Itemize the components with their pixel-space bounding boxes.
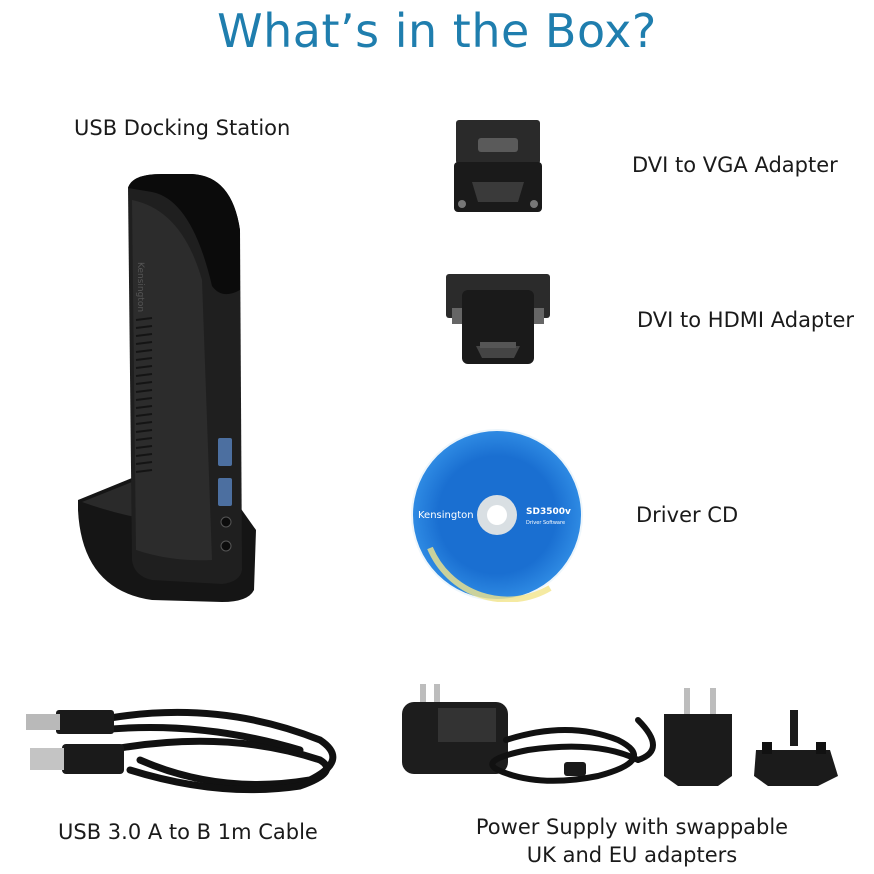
power-supply-image (402, 684, 838, 786)
usb-port-1 (218, 438, 232, 466)
power-label-plate (438, 708, 496, 742)
usb-cable-label: USB 3.0 A to B 1m Cable (58, 820, 318, 844)
docking-station-label: USB Docking Station (74, 116, 291, 140)
cd-model: SD3500v (526, 507, 571, 517)
dvi-vga-adapter-image (454, 120, 542, 212)
dvi-hdmi-adapter-image (446, 274, 550, 364)
dvi-hdmi-label: DVI to HDMI Adapter (637, 308, 855, 332)
power-supply-label-line1: Power Supply with swappable (475, 815, 789, 839)
usb-cable-image (26, 708, 337, 794)
docking-station-image: Kensington (78, 174, 256, 602)
cd-subtitle: Driver Software (526, 520, 565, 526)
driver-cd-image: Kensington SD3500v Driver Software (411, 429, 583, 602)
driver-cd-label: Driver CD (636, 503, 739, 527)
usb-port-2 (218, 478, 232, 506)
mic-jack (220, 540, 232, 552)
cd-brand: Kensington (418, 510, 474, 521)
headphone-jack (220, 516, 232, 528)
dvi-vga-label: DVI to VGA Adapter (632, 153, 838, 177)
page-title: What’s in the Box? (217, 4, 657, 58)
power-supply-label-line2: UK and EU adapters (526, 843, 738, 867)
docking-station-brand: Kensington (135, 262, 145, 312)
